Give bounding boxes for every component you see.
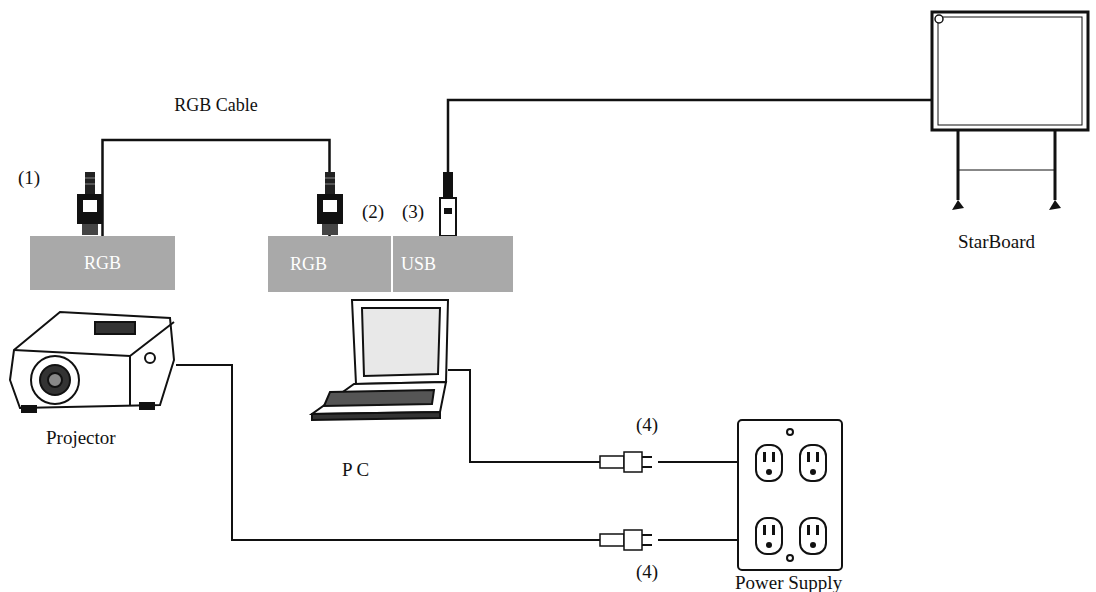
cable-label: RGB Cable	[172, 96, 260, 116]
rgb-cable	[103, 140, 330, 236]
callout-number: (4)	[636, 415, 658, 436]
vga-plug	[317, 172, 343, 235]
usb-cable	[448, 100, 932, 172]
callout-number: (3)	[402, 202, 424, 223]
vga-plug	[77, 172, 103, 235]
callout-number: (2)	[362, 202, 384, 223]
power-cord	[176, 365, 600, 540]
projector	[10, 312, 174, 412]
port-label: RGB	[290, 254, 327, 275]
port-bar: USB	[393, 236, 513, 292]
power-plug	[600, 530, 652, 550]
callout-number: (4)	[636, 562, 658, 583]
device-label: Projector	[46, 428, 116, 449]
laptop	[312, 300, 448, 420]
power-cord	[448, 370, 600, 462]
port-bar: RGB	[30, 236, 175, 290]
starboard	[932, 12, 1088, 210]
power-plug	[600, 452, 652, 472]
plug-arrow	[658, 539, 745, 541]
port-bar: RGB	[268, 236, 391, 292]
device-label: StarBoard	[958, 232, 1035, 253]
device-label: P C	[342, 460, 369, 481]
port-label: RGB	[84, 253, 121, 274]
wall-outlet	[738, 420, 842, 570]
callout-number: (1)	[18, 168, 40, 189]
usb-plug	[440, 172, 456, 236]
port-label: USB	[401, 254, 436, 275]
plug-arrow	[658, 461, 745, 463]
device-label: Power Supply	[735, 573, 842, 592]
